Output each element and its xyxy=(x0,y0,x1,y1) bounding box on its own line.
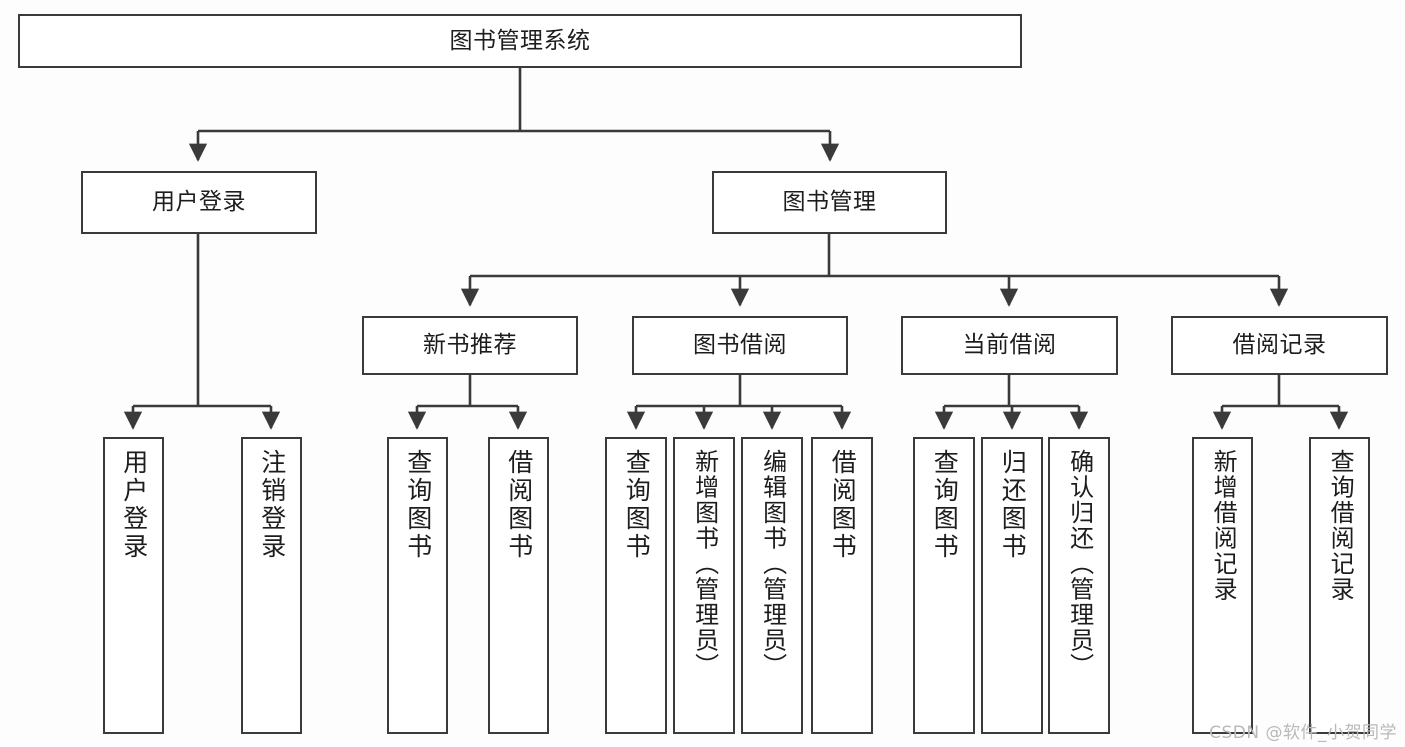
node-current-borrow[interactable]: 当前借阅 xyxy=(901,316,1118,375)
node-label: 归还图书 xyxy=(998,449,1028,561)
node-label: 注销登录 xyxy=(257,449,287,561)
node-label: 借阅记录 xyxy=(1232,332,1327,359)
node-leaf-add-book[interactable]: 新增图书（管理员） xyxy=(673,437,735,734)
node-label: 借阅图书 xyxy=(504,449,534,561)
node-leaf-add-record[interactable]: 新增借阅记录 xyxy=(1192,437,1253,734)
csdn-watermark: CSDN @软件_小贺同学 xyxy=(1209,723,1397,743)
node-label: 新书推荐 xyxy=(423,332,517,359)
node-leaf-user-login[interactable]: 用户登录 xyxy=(103,437,164,734)
node-leaf-borrow-book-2[interactable]: 借阅图书 xyxy=(811,437,873,734)
node-label: 用户登录 xyxy=(152,189,246,216)
node-leaf-user-logout[interactable]: 注销登录 xyxy=(241,437,302,734)
node-leaf-confirm-return[interactable]: 确认归还（管理员） xyxy=(1048,437,1110,734)
node-label: 当前借阅 xyxy=(962,332,1057,359)
node-user-login[interactable]: 用户登录 xyxy=(81,171,317,234)
node-label: 图书借阅 xyxy=(693,332,787,359)
node-leaf-return-book[interactable]: 归还图书 xyxy=(981,437,1043,734)
node-leaf-query-record[interactable]: 查询借阅记录 xyxy=(1309,437,1370,734)
node-root-system[interactable]: 图书管理系统 xyxy=(18,14,1022,68)
node-label: 新增图书（管理员） xyxy=(690,449,719,679)
node-label: 新增借阅记录 xyxy=(1209,449,1238,602)
node-label: 编辑图书（管理员） xyxy=(758,449,787,679)
node-leaf-borrow-book-1[interactable]: 借阅图书 xyxy=(488,437,549,734)
node-book-management[interactable]: 图书管理 xyxy=(712,171,947,234)
node-new-book-recommend[interactable]: 新书推荐 xyxy=(362,316,578,375)
node-label: 查询图书 xyxy=(403,449,433,561)
node-label: 图书管理 xyxy=(782,189,877,216)
node-borrow-record[interactable]: 借阅记录 xyxy=(1171,316,1388,375)
node-leaf-query-book-3[interactable]: 查询图书 xyxy=(913,437,975,734)
node-label: 查询图书 xyxy=(622,449,652,561)
node-label: 查询借阅记录 xyxy=(1326,449,1355,602)
node-label: 借阅图书 xyxy=(828,449,858,561)
node-label: 确认归还（管理员） xyxy=(1065,449,1094,679)
node-book-borrow[interactable]: 图书借阅 xyxy=(632,316,848,375)
node-leaf-query-book-2[interactable]: 查询图书 xyxy=(605,437,667,734)
node-leaf-query-book-1[interactable]: 查询图书 xyxy=(387,437,448,734)
node-label: 图书管理系统 xyxy=(449,27,591,54)
node-label: 查询图书 xyxy=(930,449,960,561)
node-label: 用户登录 xyxy=(119,449,149,561)
node-leaf-edit-book[interactable]: 编辑图书（管理员） xyxy=(741,437,803,734)
